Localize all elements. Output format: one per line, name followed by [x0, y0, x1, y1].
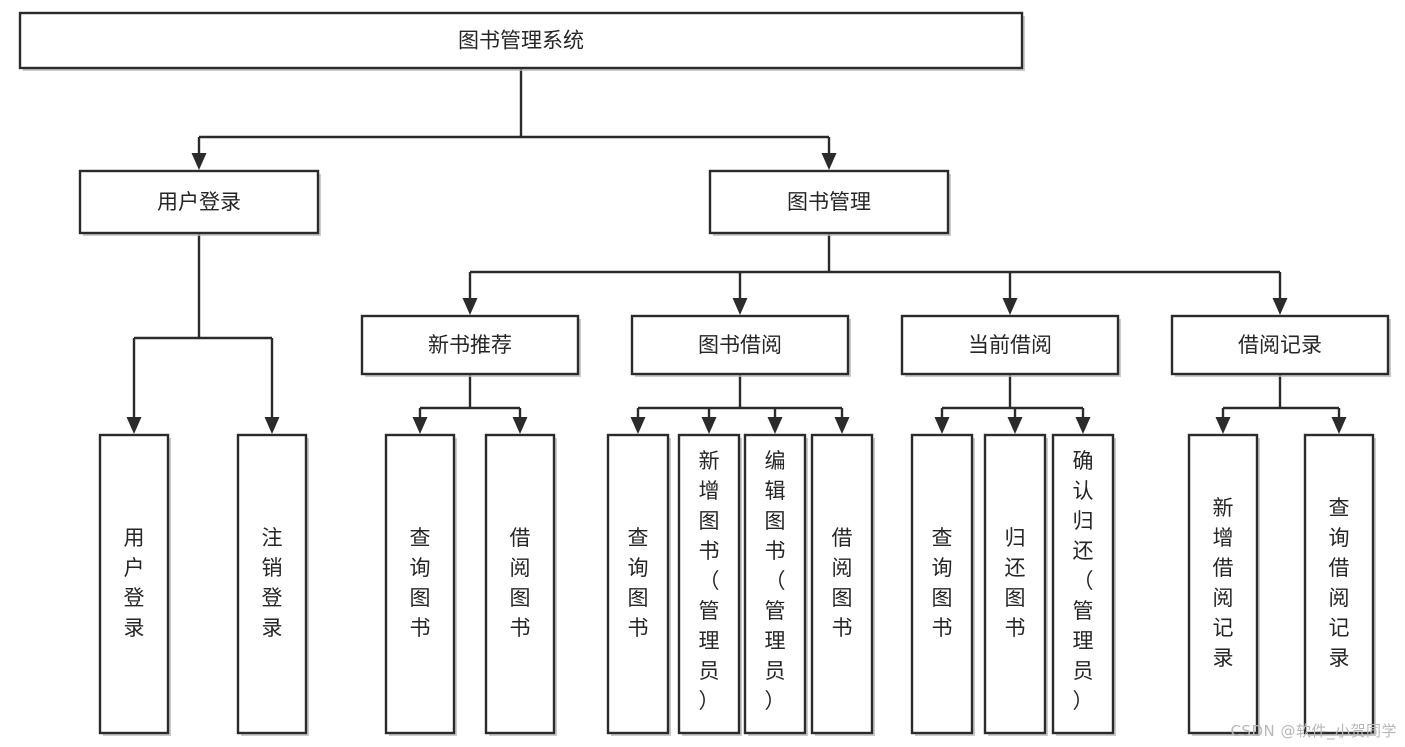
node-records[interactable]: 借阅记录	[1170, 314, 1391, 377]
node-label: 归还图书	[1005, 526, 1026, 640]
node-rect[interactable]	[677, 433, 741, 735]
node-rect[interactable]	[360, 314, 580, 376]
edge-arrowhead	[630, 417, 646, 434]
node-leaf8[interactable]: 借阅图书	[810, 433, 875, 736]
node-rect[interactable]	[606, 433, 670, 735]
node-rect[interactable]	[384, 433, 456, 735]
node-current[interactable]: 当前借阅	[900, 314, 1121, 377]
node-rect[interactable]	[910, 433, 974, 735]
node-label: 图书管理系统	[458, 29, 584, 53]
node-leaf5[interactable]: 查询图书	[606, 433, 671, 736]
node-label: 借阅图书	[510, 526, 531, 640]
edge-arrowhead	[834, 417, 850, 434]
node-leaf6[interactable]: 新增图书（管理员）	[677, 433, 742, 736]
node-leaf13[interactable]: 查询借阅记录	[1303, 433, 1376, 736]
edge-arrowhead	[1331, 417, 1347, 434]
edge-arrowhead	[462, 298, 478, 315]
node-rect[interactable]	[810, 433, 874, 735]
edge-arrowhead	[701, 417, 717, 434]
edge-arrowhead	[1002, 298, 1018, 315]
node-leaf9[interactable]: 查询图书	[910, 433, 975, 736]
edge-arrowhead	[1007, 417, 1023, 434]
edge-arrowhead	[191, 153, 207, 170]
node-leaf10[interactable]: 归还图书	[983, 433, 1048, 736]
node-label: 编辑图书（管理员）	[765, 449, 786, 713]
edge-arrowhead	[412, 417, 428, 434]
node-rect[interactable]	[900, 314, 1120, 376]
node-label: 查询图书	[932, 526, 953, 640]
node-leaf12[interactable]: 新增借阅记录	[1187, 433, 1260, 736]
node-label: 确认归还（管理员）	[1073, 449, 1094, 713]
node-rect[interactable]	[236, 433, 308, 735]
node-rect[interactable]	[743, 433, 807, 735]
node-label: 查询图书	[628, 526, 649, 640]
edge-arrowhead	[732, 298, 748, 315]
node-rect[interactable]	[1051, 433, 1115, 735]
node-borrow[interactable]: 图书借阅	[630, 314, 851, 377]
node-bookmgmt[interactable]: 图书管理	[708, 169, 951, 236]
node-label: 用户登录	[124, 526, 145, 640]
edge-arrowhead	[264, 417, 280, 434]
node-leaf1[interactable]: 用户登录	[98, 433, 171, 736]
node-rect[interactable]	[1303, 433, 1375, 735]
node-rect[interactable]	[98, 433, 170, 735]
node-label: 借阅记录	[1238, 333, 1322, 357]
node-rect[interactable]	[630, 314, 850, 376]
edge-arrowhead	[512, 417, 528, 434]
edge-arrowhead	[767, 417, 783, 434]
edge-arrowhead	[1272, 298, 1288, 315]
node-rect[interactable]	[1170, 314, 1390, 376]
node-rect[interactable]	[484, 433, 556, 735]
node-label: 图书借阅	[698, 333, 782, 357]
node-leaf3[interactable]: 查询图书	[384, 433, 457, 736]
node-rect[interactable]	[983, 433, 1047, 735]
node-leaf2[interactable]: 注销登录	[236, 433, 309, 736]
edge-arrowhead	[934, 417, 950, 434]
edge-arrowhead	[126, 417, 142, 434]
node-label: 新增借阅记录	[1213, 496, 1234, 670]
node-rect[interactable]	[18, 11, 1024, 70]
node-leaf4[interactable]: 借阅图书	[484, 433, 557, 736]
node-label: 查询借阅记录	[1329, 496, 1350, 670]
edge-arrowhead	[821, 153, 837, 170]
node-label: 图书管理	[787, 190, 871, 214]
node-rect[interactable]	[1187, 433, 1259, 735]
node-leaf7[interactable]: 编辑图书（管理员）	[743, 433, 808, 736]
node-login[interactable]: 用户登录	[78, 169, 321, 236]
node-rect[interactable]	[78, 169, 320, 235]
nodes-layer: 图书管理系统用户登录图书管理新书推荐图书借阅当前借阅借阅记录用户登录注销登录查询…	[18, 11, 1391, 736]
node-root[interactable]: 图书管理系统	[18, 11, 1025, 71]
edges-layer	[126, 68, 1347, 434]
node-label: 新书推荐	[428, 333, 512, 357]
node-leaf11[interactable]: 确认归还（管理员）	[1051, 433, 1116, 736]
node-label: 用户登录	[157, 190, 241, 214]
edge-arrowhead	[1075, 417, 1091, 434]
node-label: 新增图书（管理员）	[699, 449, 720, 713]
edge-arrowhead	[1215, 417, 1231, 434]
node-rect[interactable]	[708, 169, 950, 235]
node-label: 借阅图书	[832, 526, 853, 640]
node-newbook[interactable]: 新书推荐	[360, 314, 581, 377]
node-label: 注销登录	[262, 526, 283, 640]
node-label: 查询图书	[410, 526, 431, 640]
node-label: 当前借阅	[968, 333, 1052, 357]
